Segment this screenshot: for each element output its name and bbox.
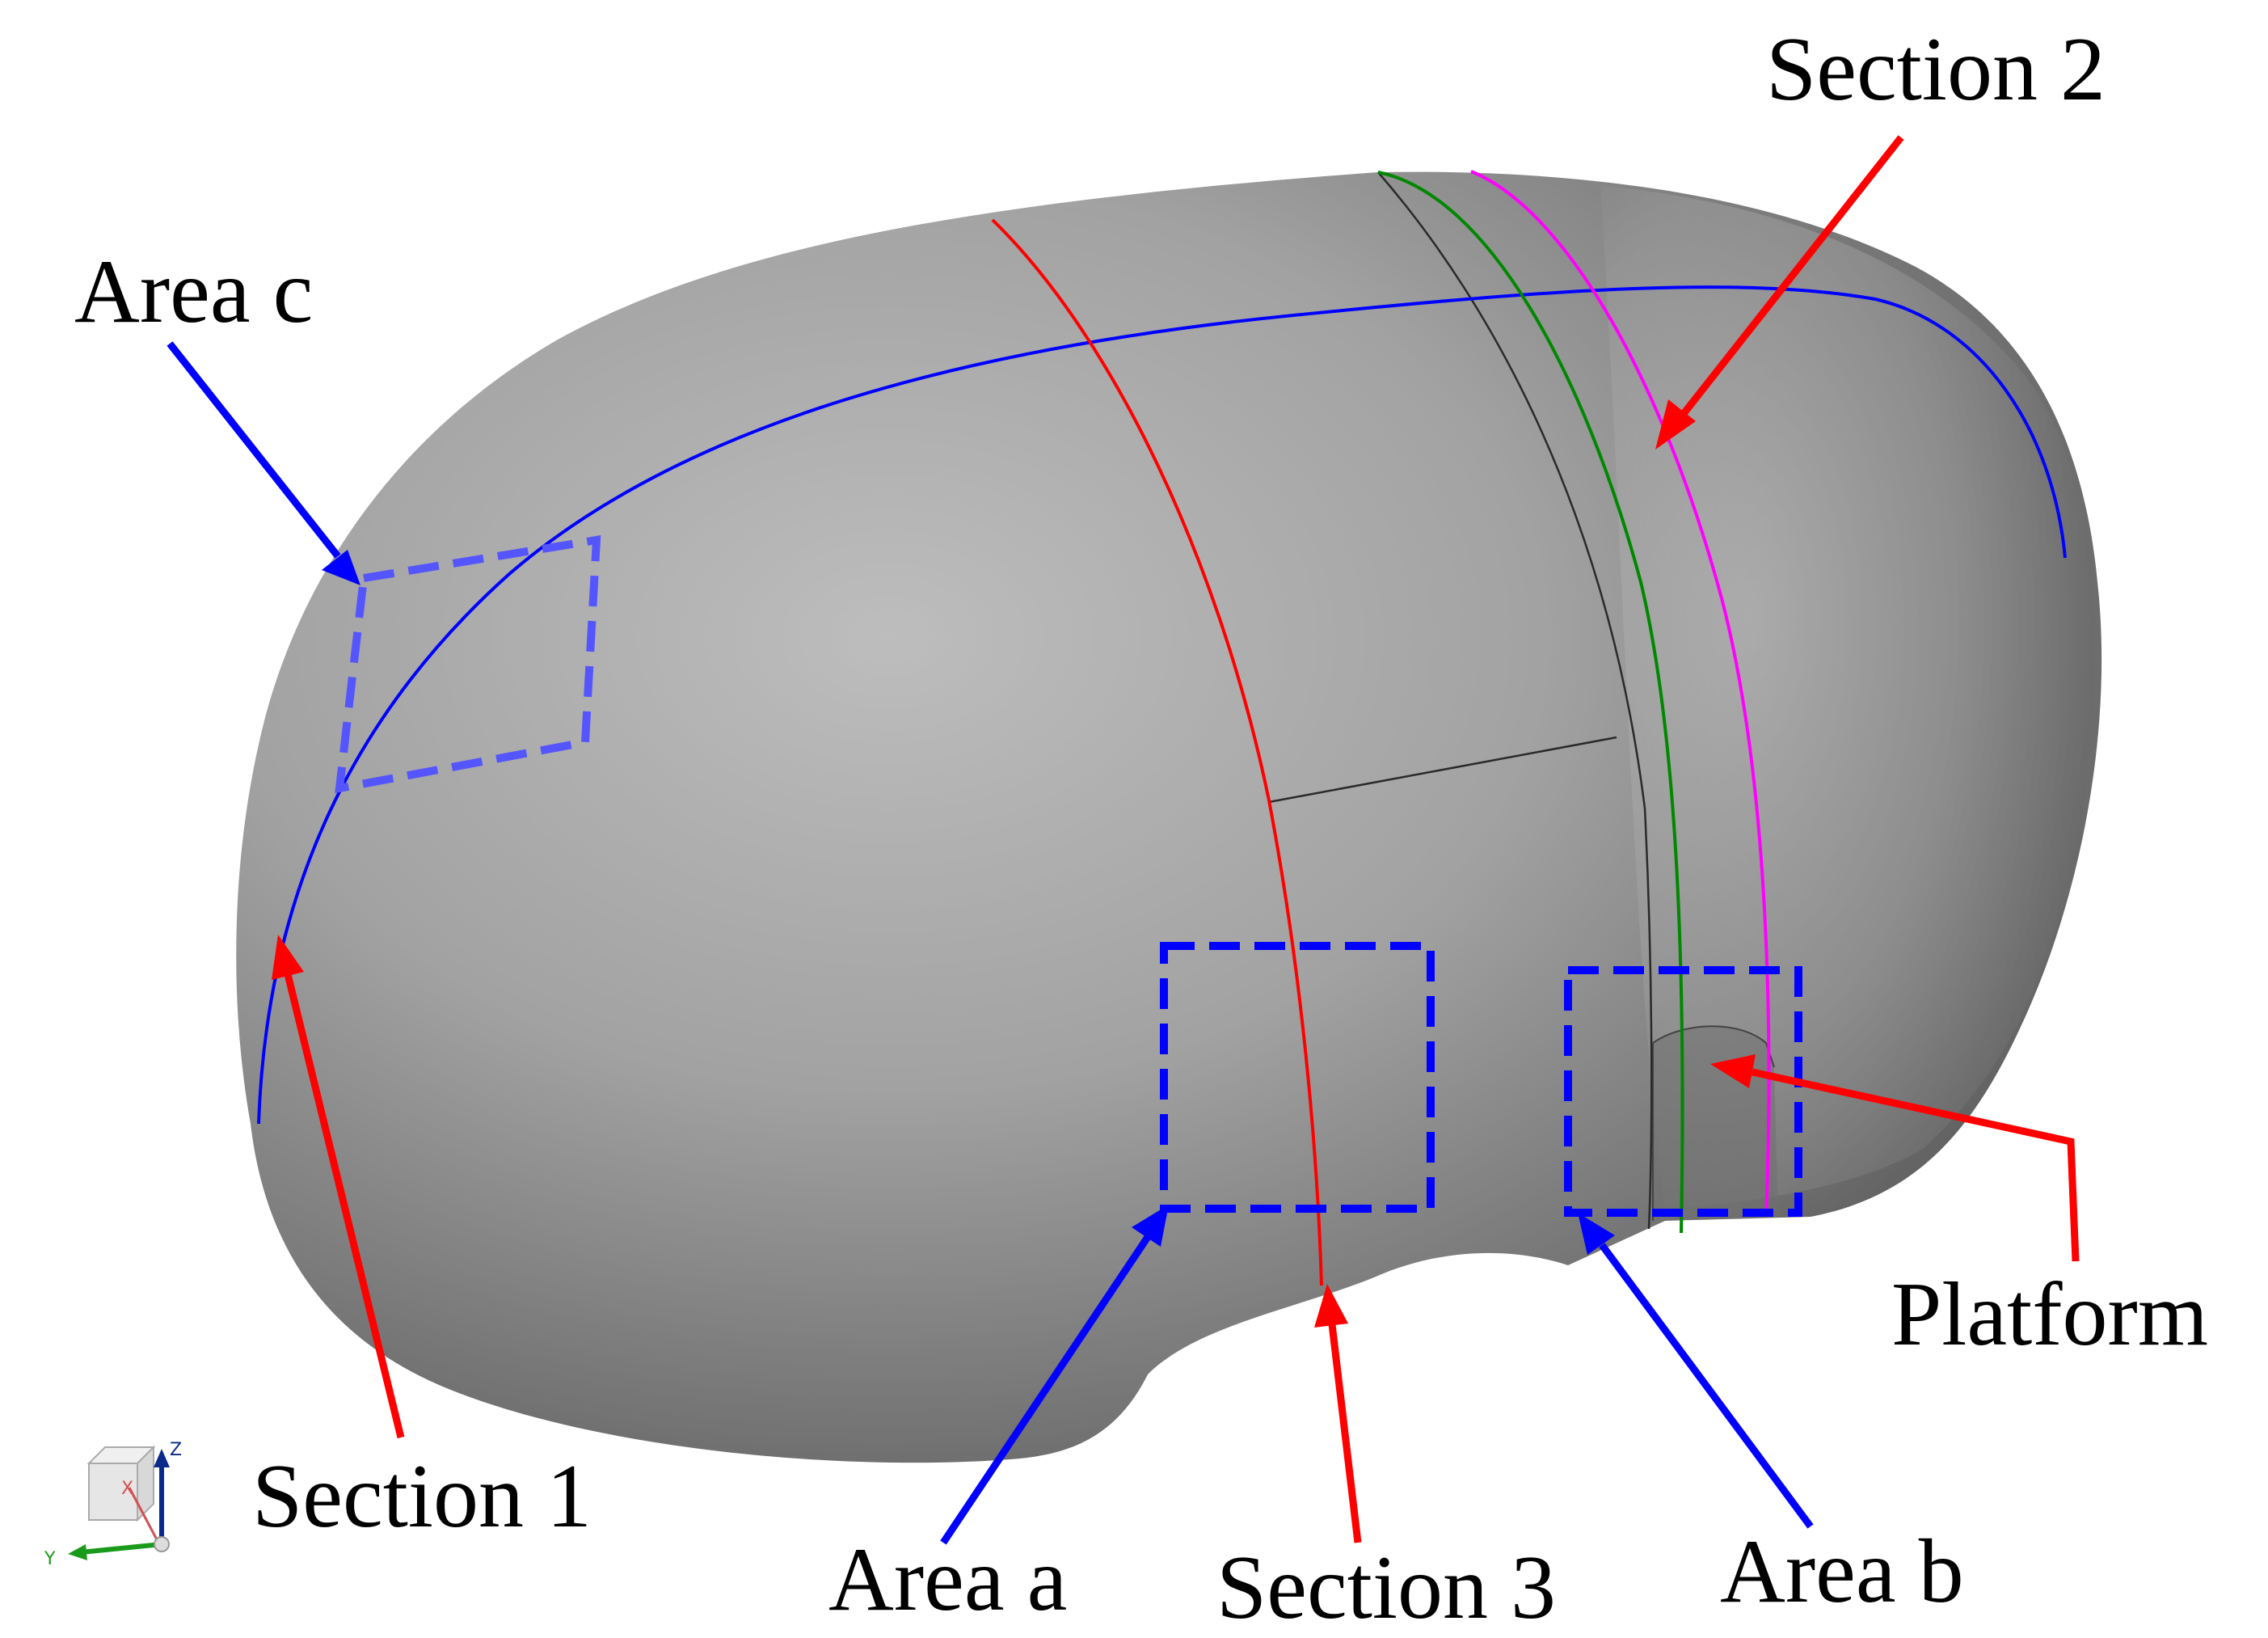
feature-line-horizontal	[1268, 736, 1617, 804]
label-section-1: Section 1	[252, 1446, 592, 1547]
section-3-curve	[991, 218, 1323, 1286]
arrow-section-2	[1655, 135, 1904, 450]
axis-z-label: Z	[170, 1440, 182, 1460]
section-1-curve	[257, 285, 2067, 1125]
axis-x-label: X	[121, 1479, 133, 1499]
platform-recess	[1653, 1026, 1778, 1221]
arrow-section-3	[1314, 1284, 1362, 1543]
arrow-area-c	[167, 341, 360, 585]
axis-y-arrowhead	[68, 1544, 87, 1560]
shell-highlight	[1600, 186, 2096, 1209]
area-a-box	[1160, 942, 1435, 1213]
platform-edge	[1652, 1025, 1775, 1068]
axis-x-line	[128, 1487, 160, 1543]
label-section-2: Section 2	[1766, 19, 2106, 120]
label-area-c: Area c	[74, 242, 314, 342]
arrow-section-1	[272, 935, 405, 1439]
axis-y-label: Y	[44, 1549, 56, 1569]
magenta-curve	[1470, 170, 1771, 1218]
label-area-a: Area a	[828, 1530, 1068, 1630]
arrow-platform	[1710, 1054, 2080, 1262]
feature-line-vertical	[1377, 171, 1653, 1230]
axis-origin	[154, 1536, 170, 1552]
green-curve	[1377, 171, 1684, 1234]
label-section-3: Section 3	[1216, 1538, 1556, 1638]
area-b-box	[1564, 966, 1802, 1217]
axis-z-arrowhead	[154, 1449, 170, 1467]
area-c-box	[335, 535, 601, 794]
axis-y-line	[80, 1542, 162, 1555]
label-platform: Platform	[1891, 1264, 2208, 1365]
arrow-area-b	[1578, 1213, 1814, 1529]
axis-triad: Z X Y	[44, 1440, 182, 1569]
label-area-b: Area b	[1720, 1522, 1964, 1622]
shell-body	[236, 171, 2102, 1463]
arrow-area-a	[940, 1205, 1169, 1545]
